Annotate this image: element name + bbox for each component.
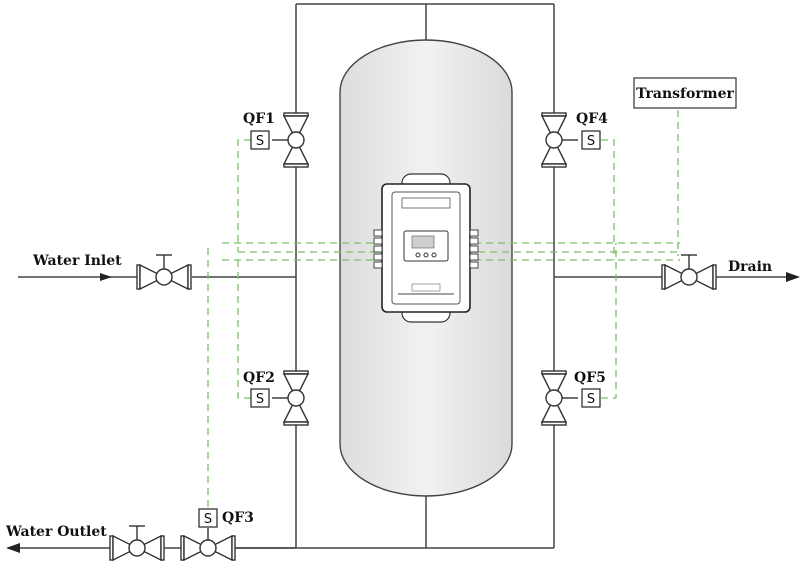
label-qf1: QF1 bbox=[243, 111, 275, 127]
transformer-box bbox=[633, 77, 737, 109]
control-line-qf1 bbox=[237, 139, 251, 252]
valve-qf5 bbox=[540, 370, 578, 426]
inlet-valve bbox=[136, 254, 192, 291]
drain-arrow-head bbox=[786, 272, 800, 282]
controller-button bbox=[415, 252, 421, 258]
label-qf5: QF5 bbox=[574, 370, 606, 386]
valve-qf4 bbox=[540, 112, 578, 168]
controller-panel bbox=[391, 191, 461, 305]
controller-foot-label bbox=[411, 283, 441, 292]
controller-title-strip bbox=[401, 197, 451, 209]
control-line-qf4 bbox=[601, 139, 615, 260]
svg-text:S: S bbox=[256, 392, 264, 407]
control-line-qf5 bbox=[601, 243, 617, 399]
controller-button bbox=[431, 252, 437, 258]
controller-terminals-right bbox=[469, 229, 479, 269]
label-water-inlet: Water Inlet bbox=[32, 253, 122, 269]
flow-arrows bbox=[6, 272, 800, 553]
controller-display-screen bbox=[411, 235, 435, 249]
controller-unit bbox=[373, 173, 479, 323]
valve-qf3 bbox=[180, 528, 236, 562]
label-water-outlet: Water Outlet bbox=[5, 524, 107, 540]
svg-text:S: S bbox=[587, 134, 595, 149]
label-qf2: QF2 bbox=[243, 370, 275, 386]
valve-qf2 bbox=[272, 370, 310, 426]
svg-text:S: S bbox=[256, 134, 264, 149]
label-qf4: QF4 bbox=[576, 111, 608, 127]
label-drain: Drain bbox=[728, 259, 772, 275]
drain-valve bbox=[661, 254, 717, 291]
text-labels: Water Inlet Water Outlet Drain QF1 QF2 Q… bbox=[5, 111, 772, 540]
control-line-qf2 bbox=[237, 260, 251, 399]
solenoid-qf2: S bbox=[250, 388, 270, 408]
svg-text:S: S bbox=[204, 512, 212, 527]
solenoid-qf1: S bbox=[250, 130, 270, 150]
transformer-label: Transformer bbox=[636, 86, 734, 102]
outlet-manual-valve bbox=[109, 525, 165, 562]
inlet-arrow-head bbox=[100, 273, 112, 281]
controller-terminals-left bbox=[373, 229, 383, 269]
transformer: Transformer bbox=[633, 77, 737, 109]
solenoid-qf5: S bbox=[581, 388, 601, 408]
controller-button bbox=[423, 252, 429, 258]
outlet-arrow-head bbox=[6, 543, 20, 553]
solenoid-qf4: S bbox=[581, 130, 601, 150]
solenoid-qf3: S bbox=[198, 508, 218, 528]
label-qf3: QF3 bbox=[222, 510, 254, 526]
svg-text:S: S bbox=[587, 392, 595, 407]
valve-qf1 bbox=[272, 112, 310, 168]
